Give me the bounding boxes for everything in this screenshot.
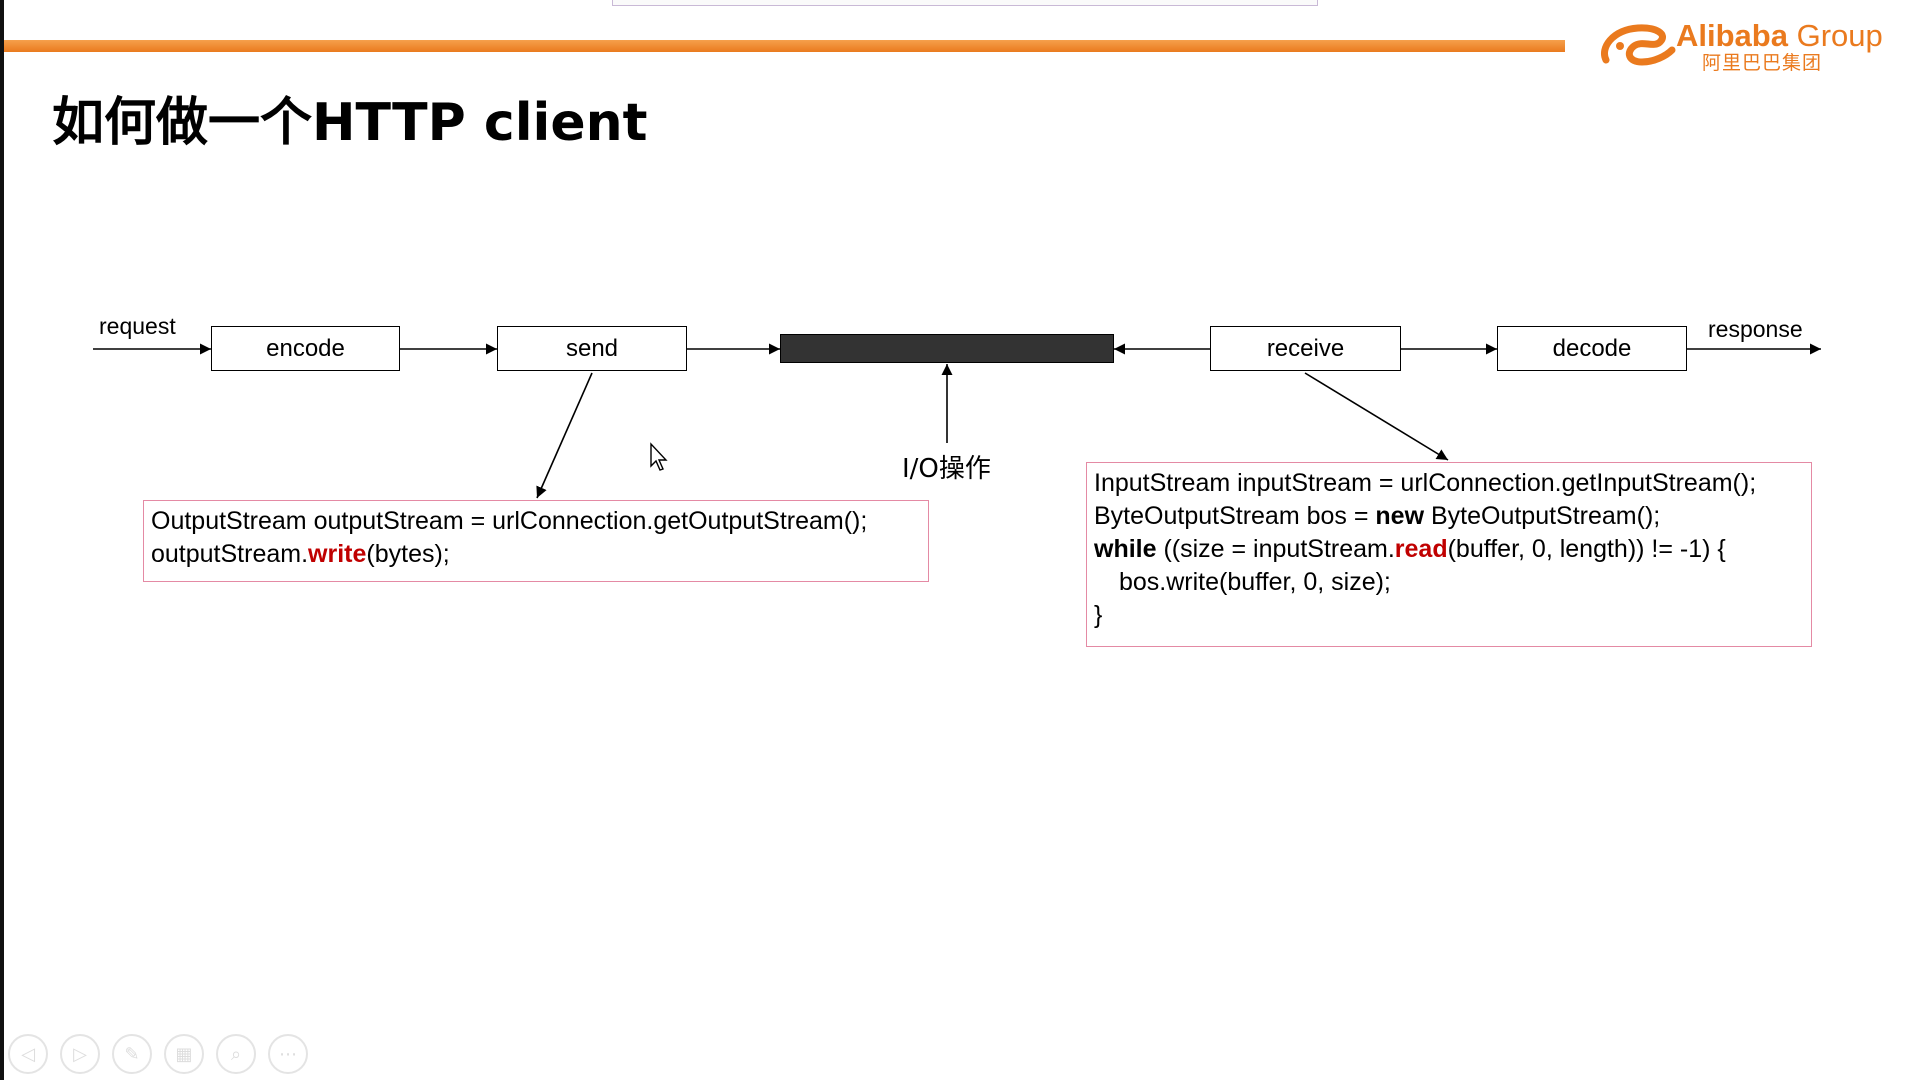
receive-code-line-1: InputStream inputStream = urlConnection.… — [1094, 469, 1757, 497]
previous-icon: ◁ — [21, 1043, 35, 1065]
zoom-button[interactable]: ⌕ — [216, 1034, 256, 1074]
write-keyword: write — [308, 540, 367, 568]
receive-code-line-2: ByteOutputStream bos = new ByteOutputStr… — [1094, 502, 1661, 530]
response-label: response — [1708, 316, 1803, 342]
slides-icon: ▦ — [175, 1043, 193, 1065]
zoom-icon: ⌕ — [230, 1043, 242, 1065]
alibaba-smile-icon — [1601, 24, 1676, 66]
receive-code-line-5: } — [1094, 601, 1103, 629]
receive-code-line-3: while ((size = inputStream.read(buffer, … — [1094, 535, 1726, 563]
slide-title: 如何做一个HTTP client — [52, 93, 648, 153]
send-code-arrow — [536, 372, 593, 499]
io-channel-bar — [780, 334, 1114, 363]
brand-chinese-name: 阿里巴巴集团 — [1702, 52, 1823, 74]
pen-tool-button[interactable]: ✎ — [112, 1034, 152, 1074]
send-box: send — [497, 326, 687, 371]
encode-box: encode — [211, 326, 400, 371]
decode-box: decode — [1497, 326, 1687, 371]
request-label: request — [99, 313, 176, 339]
send-code-block: OutputStream outputStream = urlConnectio… — [143, 500, 929, 582]
next-icon: ▷ — [73, 1043, 87, 1065]
send-code-line-2: outputStream.write(bytes); — [151, 540, 450, 568]
io-operation-label: I/O操作 — [902, 454, 991, 484]
while-keyword: while — [1094, 535, 1157, 563]
new-keyword: new — [1375, 502, 1425, 530]
next-slide-button[interactable]: ▷ — [60, 1034, 100, 1074]
alibaba-group-logo: Alibaba Group 阿里巴巴集团 — [1598, 18, 1898, 74]
previous-slide-button[interactable]: ◁ — [8, 1034, 48, 1074]
more-icon: ⋯ — [279, 1043, 297, 1065]
receive-code-line-4: bos.write(buffer, 0, size); — [1119, 568, 1391, 596]
window-left-edge — [0, 0, 4, 1080]
brand-wordmark: Alibaba Group — [1676, 18, 1883, 53]
read-keyword: read — [1394, 535, 1448, 563]
receive-box: receive — [1210, 326, 1401, 371]
slide-overview-button[interactable]: ▦ — [164, 1034, 204, 1074]
mouse-pointer-icon — [650, 442, 668, 471]
receive-code-arrow — [1304, 372, 1449, 461]
top-toolbar-strip — [612, 0, 1318, 6]
receive-code-block: InputStream inputStream = urlConnection.… — [1086, 462, 1812, 647]
send-code-line-1: OutputStream outputStream = urlConnectio… — [151, 507, 868, 535]
slideshow-controls: ◁ ▷ ✎ ▦ ⌕ ⋯ — [8, 1034, 308, 1074]
more-options-button[interactable]: ⋯ — [268, 1034, 308, 1074]
pen-icon: ✎ — [124, 1043, 140, 1065]
header-accent-bar — [4, 40, 1565, 52]
